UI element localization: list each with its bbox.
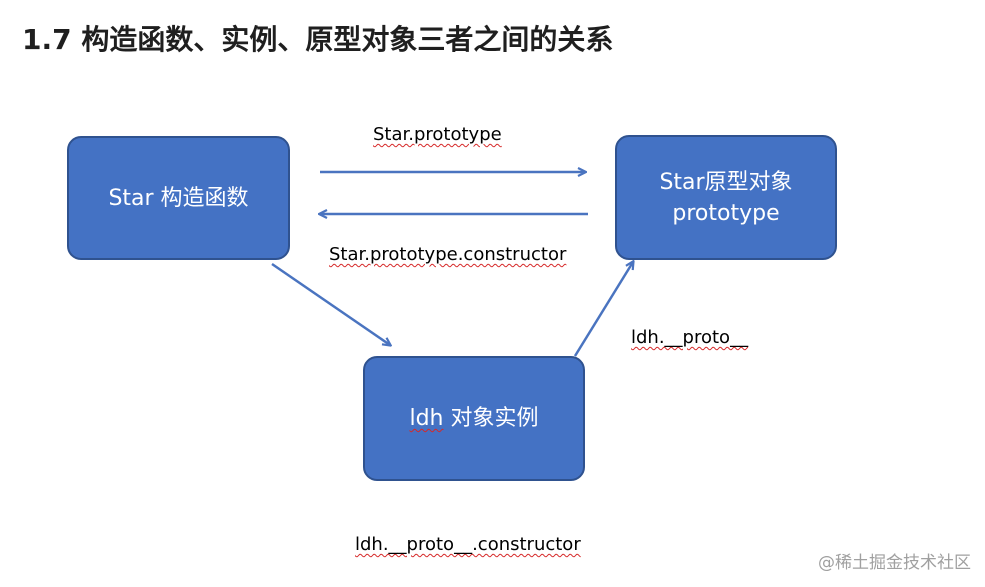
label-star-prototype-constructor: Star.prototype.constructor: [329, 244, 567, 265]
instance-box: ldh 对象实例: [363, 356, 585, 481]
arrow-constructor-to-instance: [271, 262, 390, 345]
arrow-instance-to-prototype: [573, 262, 633, 357]
instance-box-label: ldh 对象实例: [409, 403, 538, 434]
prototype-box-label: Star原型对象: [659, 169, 793, 195]
label-star-prototype: Star.prototype: [373, 124, 502, 145]
instance-name: ldh: [409, 406, 444, 431]
watermark: @稀土掘金技术社区: [818, 553, 971, 573]
constructor-box: Star 构造函数: [67, 136, 290, 260]
slide-title: 1.7 构造函数、实例、原型对象三者之间的关系: [22, 23, 614, 56]
constructor-box-label: Star 构造函数: [108, 185, 249, 211]
instance-type: 对象实例: [443, 406, 539, 431]
label-ldh-proto: ldh.__proto__: [631, 327, 749, 348]
prototype-box: Star原型对象 prototype: [615, 135, 837, 260]
label-ldh-proto-constructor: ldh.__proto__.constructor: [355, 534, 581, 555]
prototype-box-sublabel: prototype: [672, 200, 780, 226]
